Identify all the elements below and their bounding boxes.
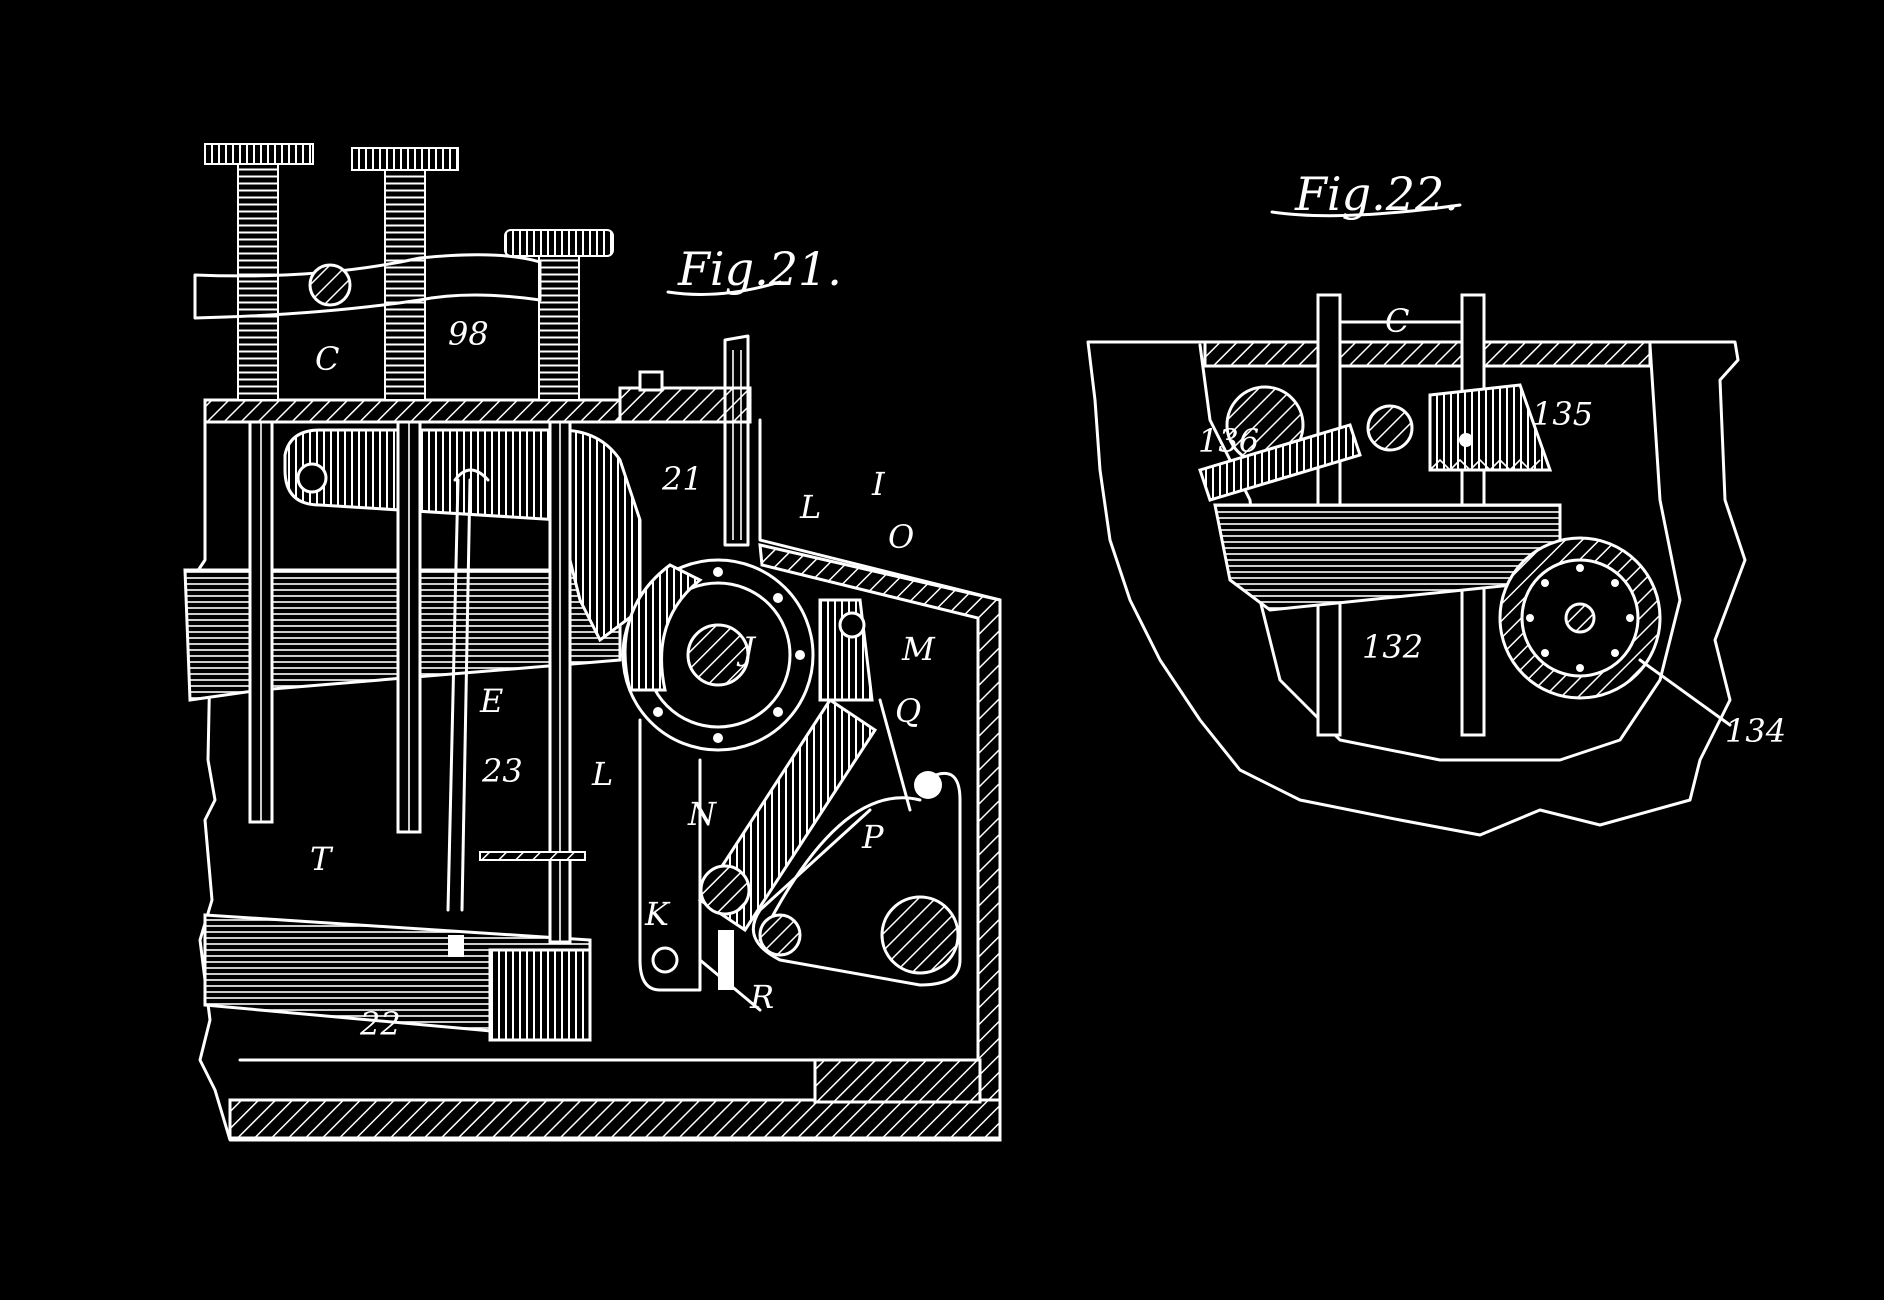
label-N: N: [687, 795, 717, 833]
arm-N-hub: [699, 864, 751, 916]
figure-22: Fig.22. C 13: [1086, 167, 1786, 837]
casing-wall: [758, 543, 1002, 1142]
label-134: 134: [1725, 712, 1786, 750]
label-J: J: [736, 630, 757, 668]
label-L-top: L: [799, 488, 821, 526]
ratchet-135-pin: [1459, 433, 1473, 447]
figure-22-title: Fig.22.: [1294, 167, 1459, 221]
rod-23-foot: [448, 935, 464, 957]
link-K: [638, 718, 702, 992]
crossbar-shaft: [308, 263, 352, 307]
wheel-134-studs: [1526, 564, 1634, 672]
bracket-nut: [638, 370, 664, 392]
label-135: 135: [1532, 395, 1593, 433]
label-22: 22: [359, 1005, 401, 1043]
band-L: [623, 563, 703, 692]
label-136: 136: [1198, 422, 1259, 460]
top-plate: [203, 398, 637, 424]
bracket-block: [618, 386, 752, 424]
figure-22-title-underline: [1270, 203, 1462, 218]
belt: [751, 771, 962, 987]
label-98: 98: [448, 315, 489, 353]
rod-23-hook: [453, 468, 490, 482]
ratchet-135: [1428, 383, 1553, 472]
label-I: I: [871, 465, 886, 503]
top-plate: [1203, 340, 1652, 368]
wall-plate-shade: [732, 350, 742, 540]
arm-P: [758, 796, 922, 942]
plate-132: [1213, 503, 1562, 612]
casing-outline: [1086, 340, 1747, 837]
label-23: 23: [481, 752, 523, 790]
figure-21-title-underline: [666, 280, 782, 296]
adjusting-screw-2: [351, 147, 459, 834]
label-Q: Q: [895, 692, 921, 730]
roller-large: [880, 895, 960, 975]
bar-22-end: [488, 948, 592, 1042]
figure-21: Fig.21.: [183, 143, 1002, 1142]
adjusting-screw-1: [204, 143, 314, 824]
label-132: 132: [1362, 628, 1423, 666]
knife-R: [718, 930, 734, 990]
bottom-block: [813, 1058, 982, 1104]
rod-23: [446, 478, 472, 912]
bottom-plate: [228, 1098, 1002, 1140]
roller-top: [914, 771, 942, 799]
arm-136: [1198, 423, 1362, 502]
label-C: C: [315, 340, 339, 378]
pawl-M-pin: [838, 611, 866, 639]
ratchet-135-teeth: [1429, 458, 1541, 472]
pawl-Q: [878, 698, 912, 812]
label-K: K: [644, 895, 671, 933]
label-E: E: [479, 682, 503, 720]
adjusting-screw-3: [504, 229, 614, 944]
label-O: O: [888, 518, 914, 556]
arm-136-pivot: [1366, 404, 1414, 452]
label-T: T: [310, 840, 334, 878]
wall-plate: [723, 334, 750, 547]
pivot-K: [651, 946, 679, 974]
label-M: M: [901, 630, 936, 668]
label-R: R: [749, 978, 774, 1016]
drum-J: [621, 558, 815, 752]
cutout-outline: [1198, 343, 1682, 762]
knife-R-leader: [698, 958, 762, 1012]
label-P: P: [861, 818, 884, 856]
lever-21-pivot: [296, 462, 328, 494]
label-21: 21: [661, 460, 703, 498]
collar: [479, 851, 586, 861]
wheel-134-hub: [1564, 602, 1596, 634]
label-L-bottom: L: [591, 755, 613, 793]
label-C: C: [1385, 302, 1409, 340]
wheel-134-leader: [1638, 658, 1732, 727]
shaft-J: [686, 623, 750, 687]
roller-small: [758, 913, 802, 957]
arm-N: [697, 697, 878, 933]
